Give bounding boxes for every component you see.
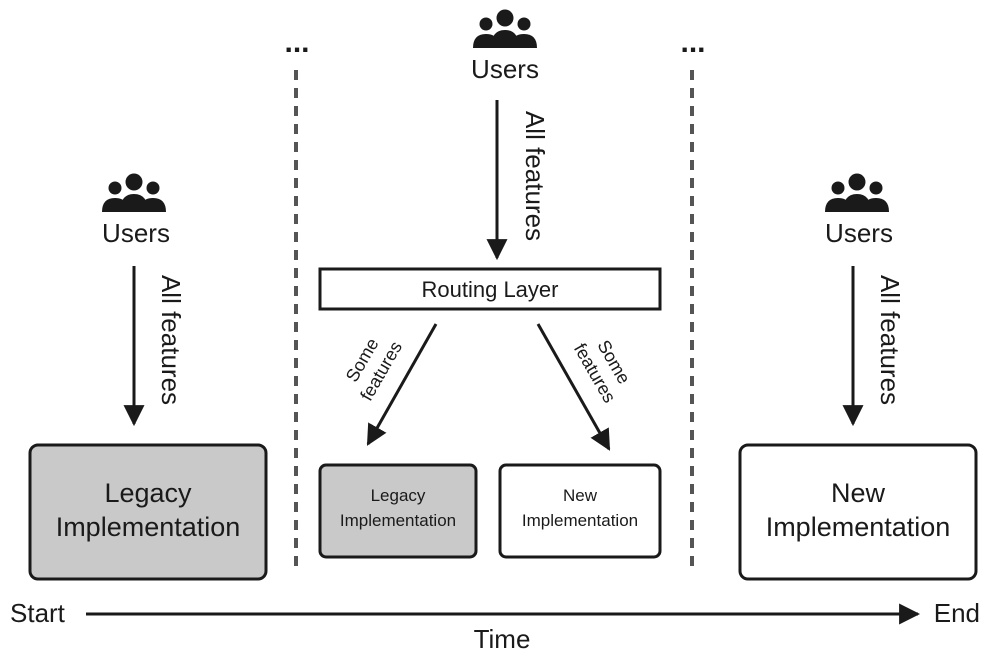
ellipsis-left: ... [284, 26, 309, 59]
users-icon-end [825, 173, 889, 212]
middle-legacy-line-1: Legacy [371, 486, 426, 505]
all-features-label-middle: All features [520, 111, 550, 241]
users-label-middle: Users [471, 54, 539, 84]
all-features-label-end: All features [875, 275, 905, 405]
routing-layer-label: Routing Layer [422, 277, 559, 302]
divider-right: ... [680, 26, 706, 570]
stage-end: Users All features New Implementation [738, 173, 978, 581]
some-features-arrow-right [536, 323, 611, 451]
middle-new-line-2: Implementation [522, 511, 638, 530]
middle-legacy-box [318, 463, 478, 559]
middle-new-box [498, 463, 662, 559]
routing-layer-box [318, 267, 662, 311]
new-box-line-1: New [831, 478, 886, 508]
stage-middle: Users All features Routing Layer Some fe… [318, 9, 662, 559]
users-label-start: Users [102, 218, 170, 248]
legacy-box-line-1: Legacy [104, 478, 192, 508]
middle-new-line-1: New [563, 486, 598, 505]
ellipsis-right: ... [680, 26, 705, 59]
timeline-end-label: End [934, 598, 980, 628]
divider-left: ... [284, 26, 310, 570]
users-icon-start [102, 173, 166, 212]
timeline: Start End Time [10, 598, 980, 654]
legacy-box-line-2: Implementation [56, 512, 241, 542]
all-features-label-start: All features [156, 275, 186, 405]
legacy-implementation-box [28, 443, 268, 581]
timeline-start-label: Start [10, 598, 66, 628]
new-implementation-box [738, 443, 978, 581]
timeline-axis-label: Time [474, 624, 531, 654]
new-box-line-2: Implementation [766, 512, 951, 542]
some-features-arrow-left [366, 323, 438, 446]
stage-start: Users All features Legacy Implementation [28, 173, 268, 581]
users-icon-middle [473, 9, 537, 48]
middle-legacy-line-2: Implementation [340, 511, 456, 530]
users-label-end: Users [825, 218, 893, 248]
